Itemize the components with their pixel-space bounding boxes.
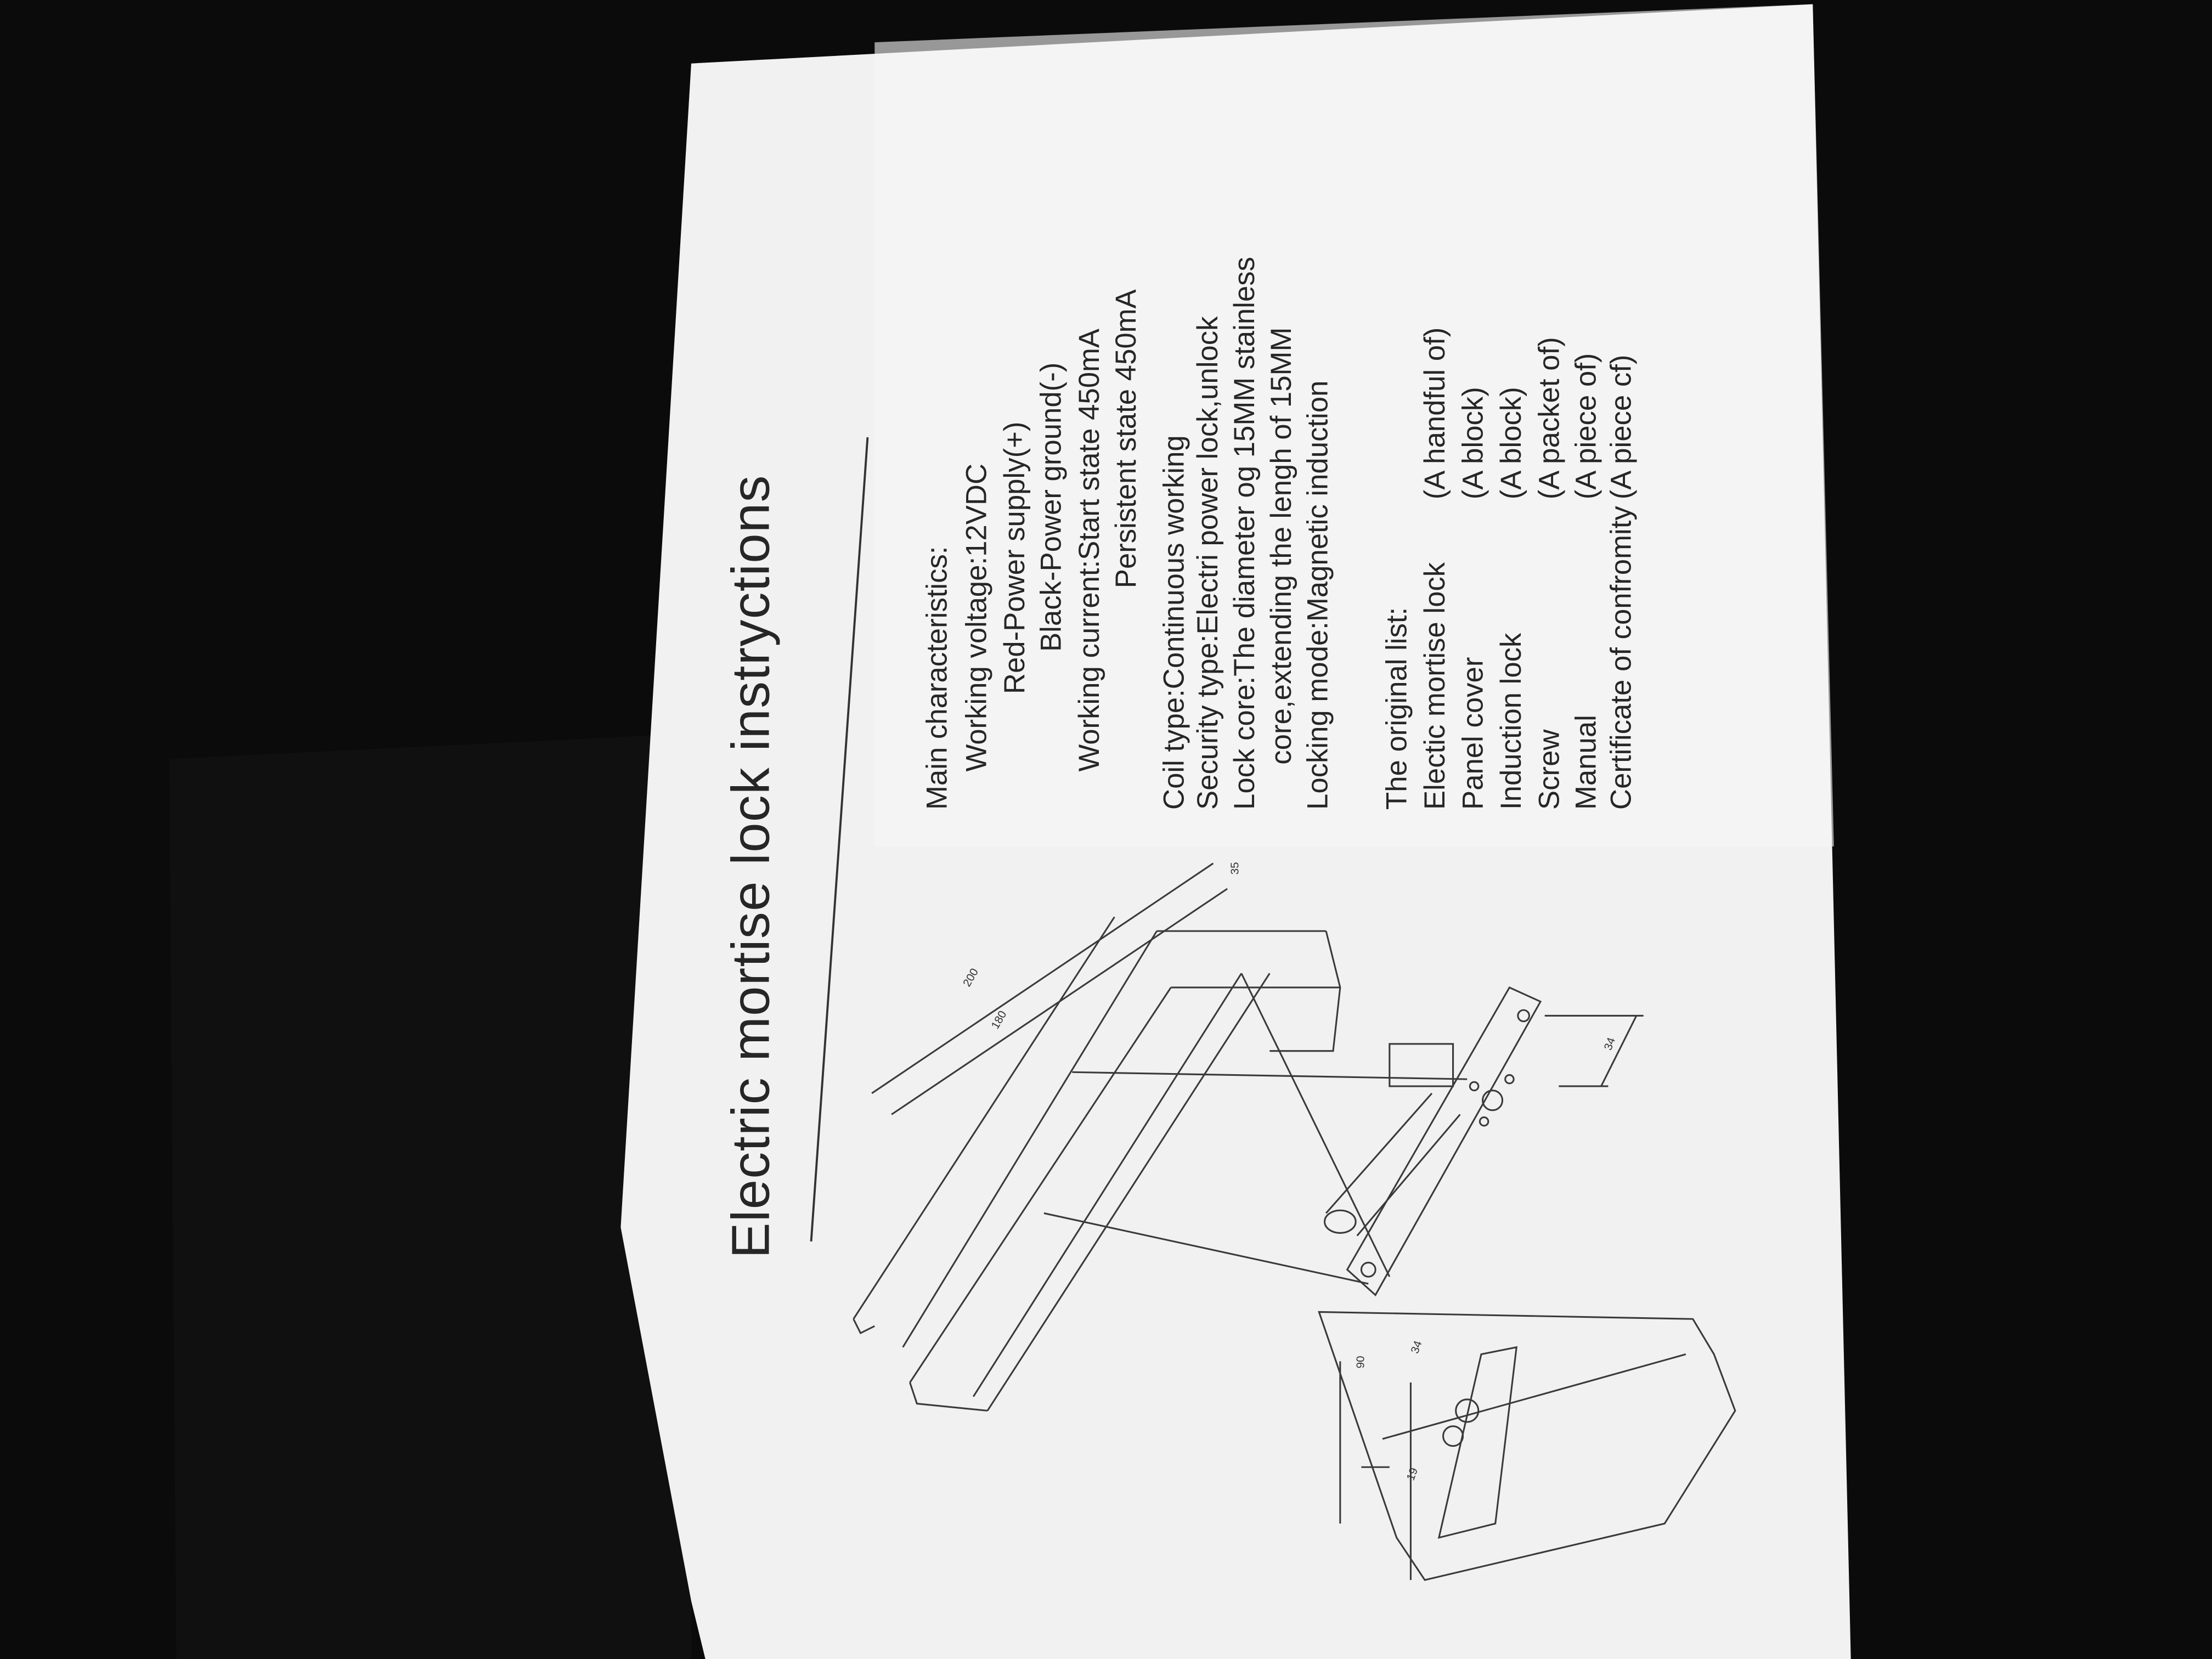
spec-current: Working current:Start state 450mA — [1073, 328, 1106, 772]
list-item-name: Manual — [1570, 715, 1603, 810]
list-item-name: Induction lock — [1495, 633, 1528, 810]
list-item-name: Certificate of confromity — [1605, 506, 1638, 810]
spec-black-wire: Black-Power ground(-) — [1035, 362, 1068, 652]
spec-persistent: Persistent state 450mA — [1110, 289, 1143, 589]
list-item-qty: (A packet of) — [1533, 337, 1566, 500]
spec-voltage: Working voltage:12VDC — [961, 463, 994, 772]
dim-35: 35 — [1229, 862, 1242, 874]
back-sheet — [169, 733, 691, 1659]
lock-drawing — [853, 862, 1736, 1581]
page-title: Electric mortise lock instryctions — [722, 475, 782, 1259]
dim-90: 90 — [1355, 1356, 1367, 1368]
list-item-qty: (A piece of) — [1570, 353, 1603, 500]
spec-lock-core: Lock core:The diameter og 15MM stainless — [1228, 257, 1261, 810]
list-item-name: Screw — [1533, 729, 1566, 810]
spec-locking-mode: Locking mode:Magnetic induction — [1302, 380, 1335, 810]
list-item-name: Electic mortise lock — [1419, 562, 1452, 810]
title-underline — [810, 437, 869, 1242]
spec-red-wire: Red-Power supply(+) — [998, 421, 1031, 695]
paper-shade — [874, 4, 1834, 847]
original-list-heading: The original list: — [1381, 607, 1414, 810]
list-item-qty: (A block) — [1457, 387, 1490, 500]
spec-coil: Coil type:Continuous working — [1158, 435, 1191, 810]
list-item-name: Panel cover — [1457, 657, 1490, 810]
characteristics-block: Main characteristics: Working voltage:12… — [921, 76, 1656, 810]
spec-security: Security type:Electri power lock,unlock — [1192, 316, 1224, 810]
list-item-qty: (A block) — [1495, 387, 1528, 500]
characteristics-heading: Main characteristics: — [921, 546, 954, 810]
list-item-qty: (A handful of) — [1419, 327, 1452, 500]
spec-lock-core-cont: core,extending the lengh of 15MM — [1265, 327, 1298, 765]
list-item-qty: (A piece cf) — [1605, 354, 1638, 500]
